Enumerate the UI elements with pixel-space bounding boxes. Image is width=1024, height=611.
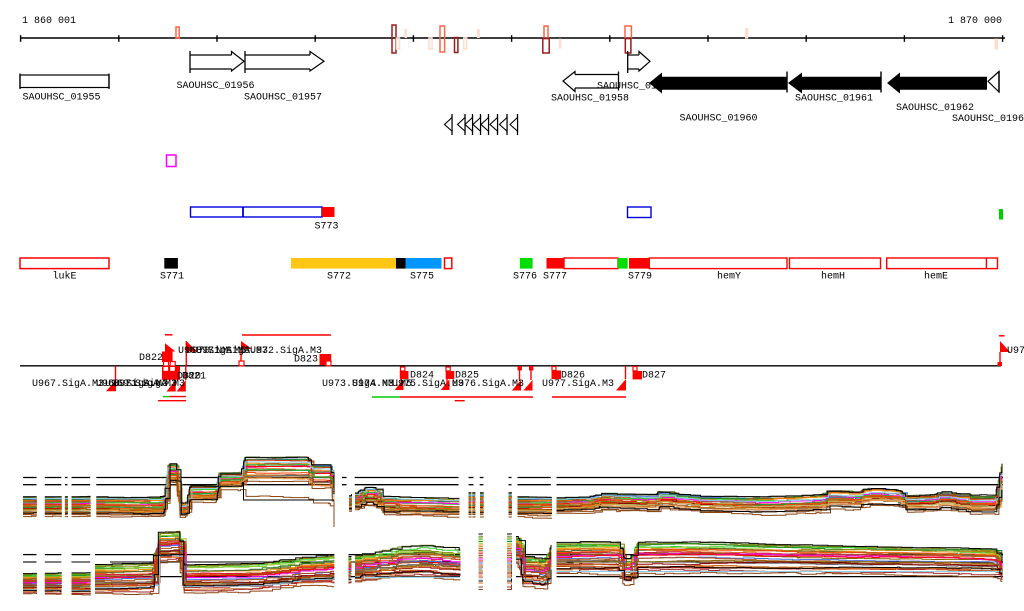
svg-text:1 870 000: 1 870 000	[948, 16, 1002, 27]
svg-text:SAOUHSC_01956: SAOUHSC_01956	[177, 81, 255, 92]
svg-text:U975.SigA.M3: U975.SigA.M3	[392, 378, 464, 390]
svg-text:hemH: hemH	[821, 271, 845, 283]
svg-text:U974.NM.M5: U974.NM.M5	[352, 379, 412, 390]
svg-text:S779: S779	[628, 272, 652, 283]
svg-text:S772: S772	[327, 272, 351, 283]
svg-text:SAOUHSC_01963: SAOUHSC_01963	[952, 114, 1024, 125]
svg-text:SAOUHSC_01962: SAOUHSC_01962	[896, 103, 974, 114]
svg-text:hemE: hemE	[924, 271, 948, 283]
svg-text:SAOUHSC_01958: SAOUHSC_01958	[551, 94, 629, 105]
svg-text:SAOUHSC_01960: SAOUHSC_01960	[680, 114, 758, 125]
svg-text:SAOUHSC_01959: SAOUHSC_01959	[597, 82, 675, 93]
svg-text:D827: D827	[642, 371, 666, 382]
svg-text:U969.SigA.M3: U969.SigA.M3	[105, 378, 177, 390]
svg-text:U972.SigA.M3: U972.SigA.M3	[250, 345, 322, 357]
svg-text:U976.SigA.M3: U976.SigA.M3	[452, 378, 524, 390]
svg-text:SAOUHSC_01957: SAOUHSC_01957	[244, 93, 322, 104]
svg-text:S777: S777	[543, 272, 567, 283]
svg-text:U978.SigA.M3: U978.SigA.M3	[1007, 345, 1024, 357]
svg-text:S776: S776	[513, 272, 537, 283]
svg-text:D822: D822	[139, 353, 163, 364]
svg-text:hemY: hemY	[717, 271, 741, 283]
svg-text:U968.SigA.M3: U968.SigA.M3	[178, 345, 250, 357]
svg-text:U971.SigA.M3: U971.SigA.M3	[113, 378, 185, 390]
svg-text:S775: S775	[410, 272, 434, 283]
svg-text:D826: D826	[561, 371, 585, 382]
svg-text:U977.SigA.M3: U977.SigA.M3	[542, 378, 614, 390]
svg-text:U968.SigA.M3: U968.SigA.M3	[96, 378, 168, 390]
svg-text:D823: D823	[294, 355, 318, 366]
svg-text:U973.SigA.M3: U973.SigA.M3	[322, 378, 394, 390]
svg-text:1 860 001: 1 860 001	[22, 16, 76, 27]
svg-text:U970.NM.M5: U970.NM.M5	[186, 346, 246, 357]
svg-text:D825: D825	[455, 371, 479, 382]
svg-text:lukE: lukE	[53, 271, 77, 283]
svg-text:U971.SigA.M3: U971.SigA.M3	[196, 345, 268, 357]
svg-text:D821: D821	[182, 372, 206, 383]
svg-text:U967.SigA.M3: U967.SigA.M3	[32, 378, 104, 390]
svg-text:SAOUHSC_01961: SAOUHSC_01961	[795, 94, 873, 105]
svg-text:S773: S773	[315, 222, 339, 233]
svg-text:SAOUHSC_01955: SAOUHSC_01955	[23, 93, 101, 104]
svg-text:S771: S771	[160, 272, 184, 283]
svg-text:D820: D820	[177, 372, 201, 383]
svg-text:D824: D824	[410, 371, 434, 382]
